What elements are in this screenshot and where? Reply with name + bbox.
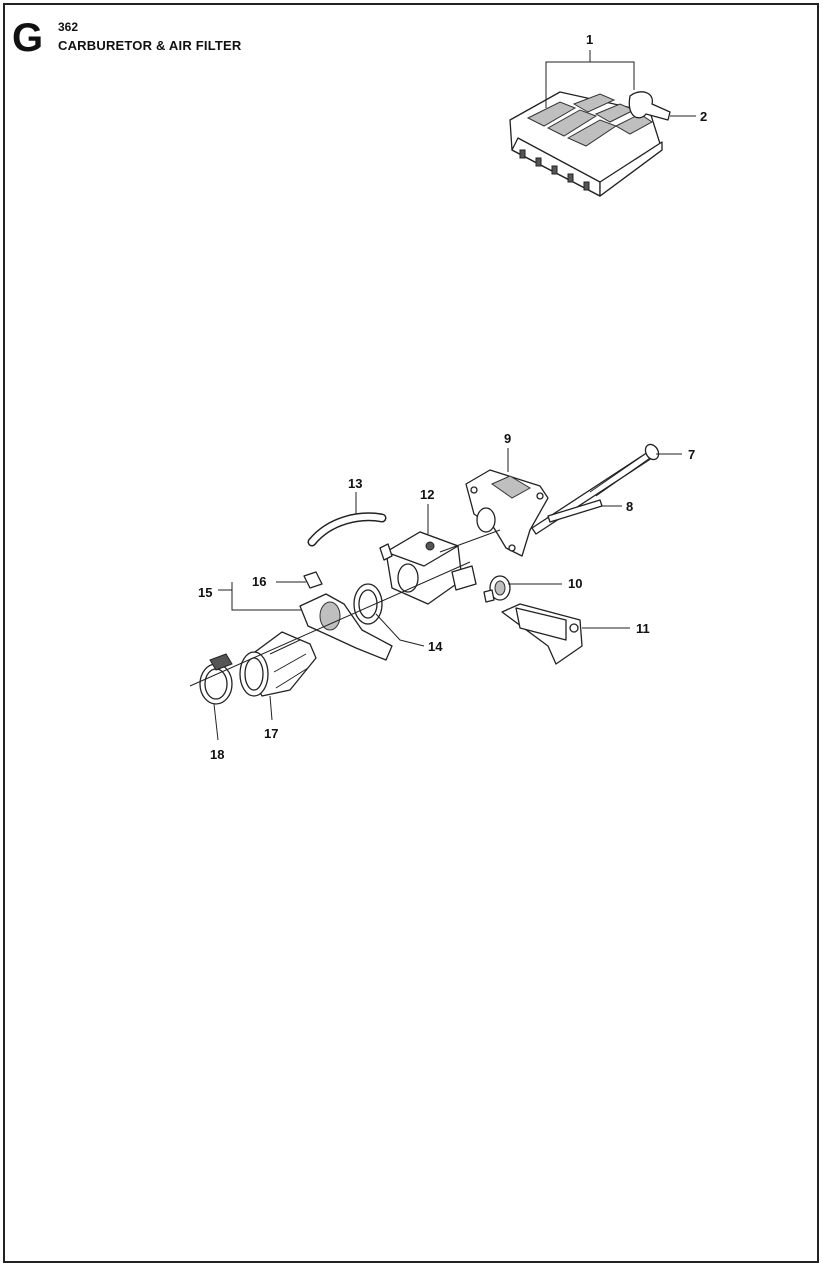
callout-2: 2 (700, 109, 707, 124)
callout-16: 16 (252, 574, 266, 589)
section-letter: G (12, 16, 44, 60)
leader-lines (213, 50, 696, 741)
callout-14: 14 (428, 639, 443, 654)
page-border (3, 3, 819, 1263)
model-number: 362 (58, 20, 79, 34)
callout-1: 1 (586, 32, 593, 47)
callout-12: 12 (420, 487, 434, 502)
callout-15: 15 (198, 585, 212, 600)
intake-boot-part-17[interactable] (239, 631, 317, 697)
intake-flange-part-15[interactable] (299, 593, 393, 661)
callout-11: 11 (636, 621, 650, 636)
callout-18: 18 (210, 747, 224, 762)
callout-8: 8 (626, 499, 633, 514)
callout-17: 17 (264, 726, 278, 741)
fitting-part-10[interactable] (483, 575, 511, 603)
air-filter-part-2[interactable] (628, 91, 671, 121)
clip-part-16[interactable] (303, 571, 323, 589)
guide-plate-part-11[interactable] (501, 603, 583, 665)
callout-13: 13 (348, 476, 362, 491)
callout-9: 9 (504, 431, 511, 446)
carburetor-part-12[interactable] (379, 531, 477, 605)
assembly-axis-lines (189, 529, 501, 687)
callout-10: 10 (568, 576, 582, 591)
fuel-hose-part-13[interactable] (307, 512, 387, 547)
callout-7: 7 (688, 447, 695, 462)
gasket-part-14[interactable] (353, 583, 383, 625)
air-filter-part-1[interactable] (509, 91, 663, 197)
callout-labels: 1 2 7 8 9 12 13 10 11 14 15 16 17 18 (198, 32, 707, 762)
housing-part-9[interactable] (465, 469, 549, 557)
page-title: CARBURETOR & AIR FILTER (58, 38, 242, 53)
